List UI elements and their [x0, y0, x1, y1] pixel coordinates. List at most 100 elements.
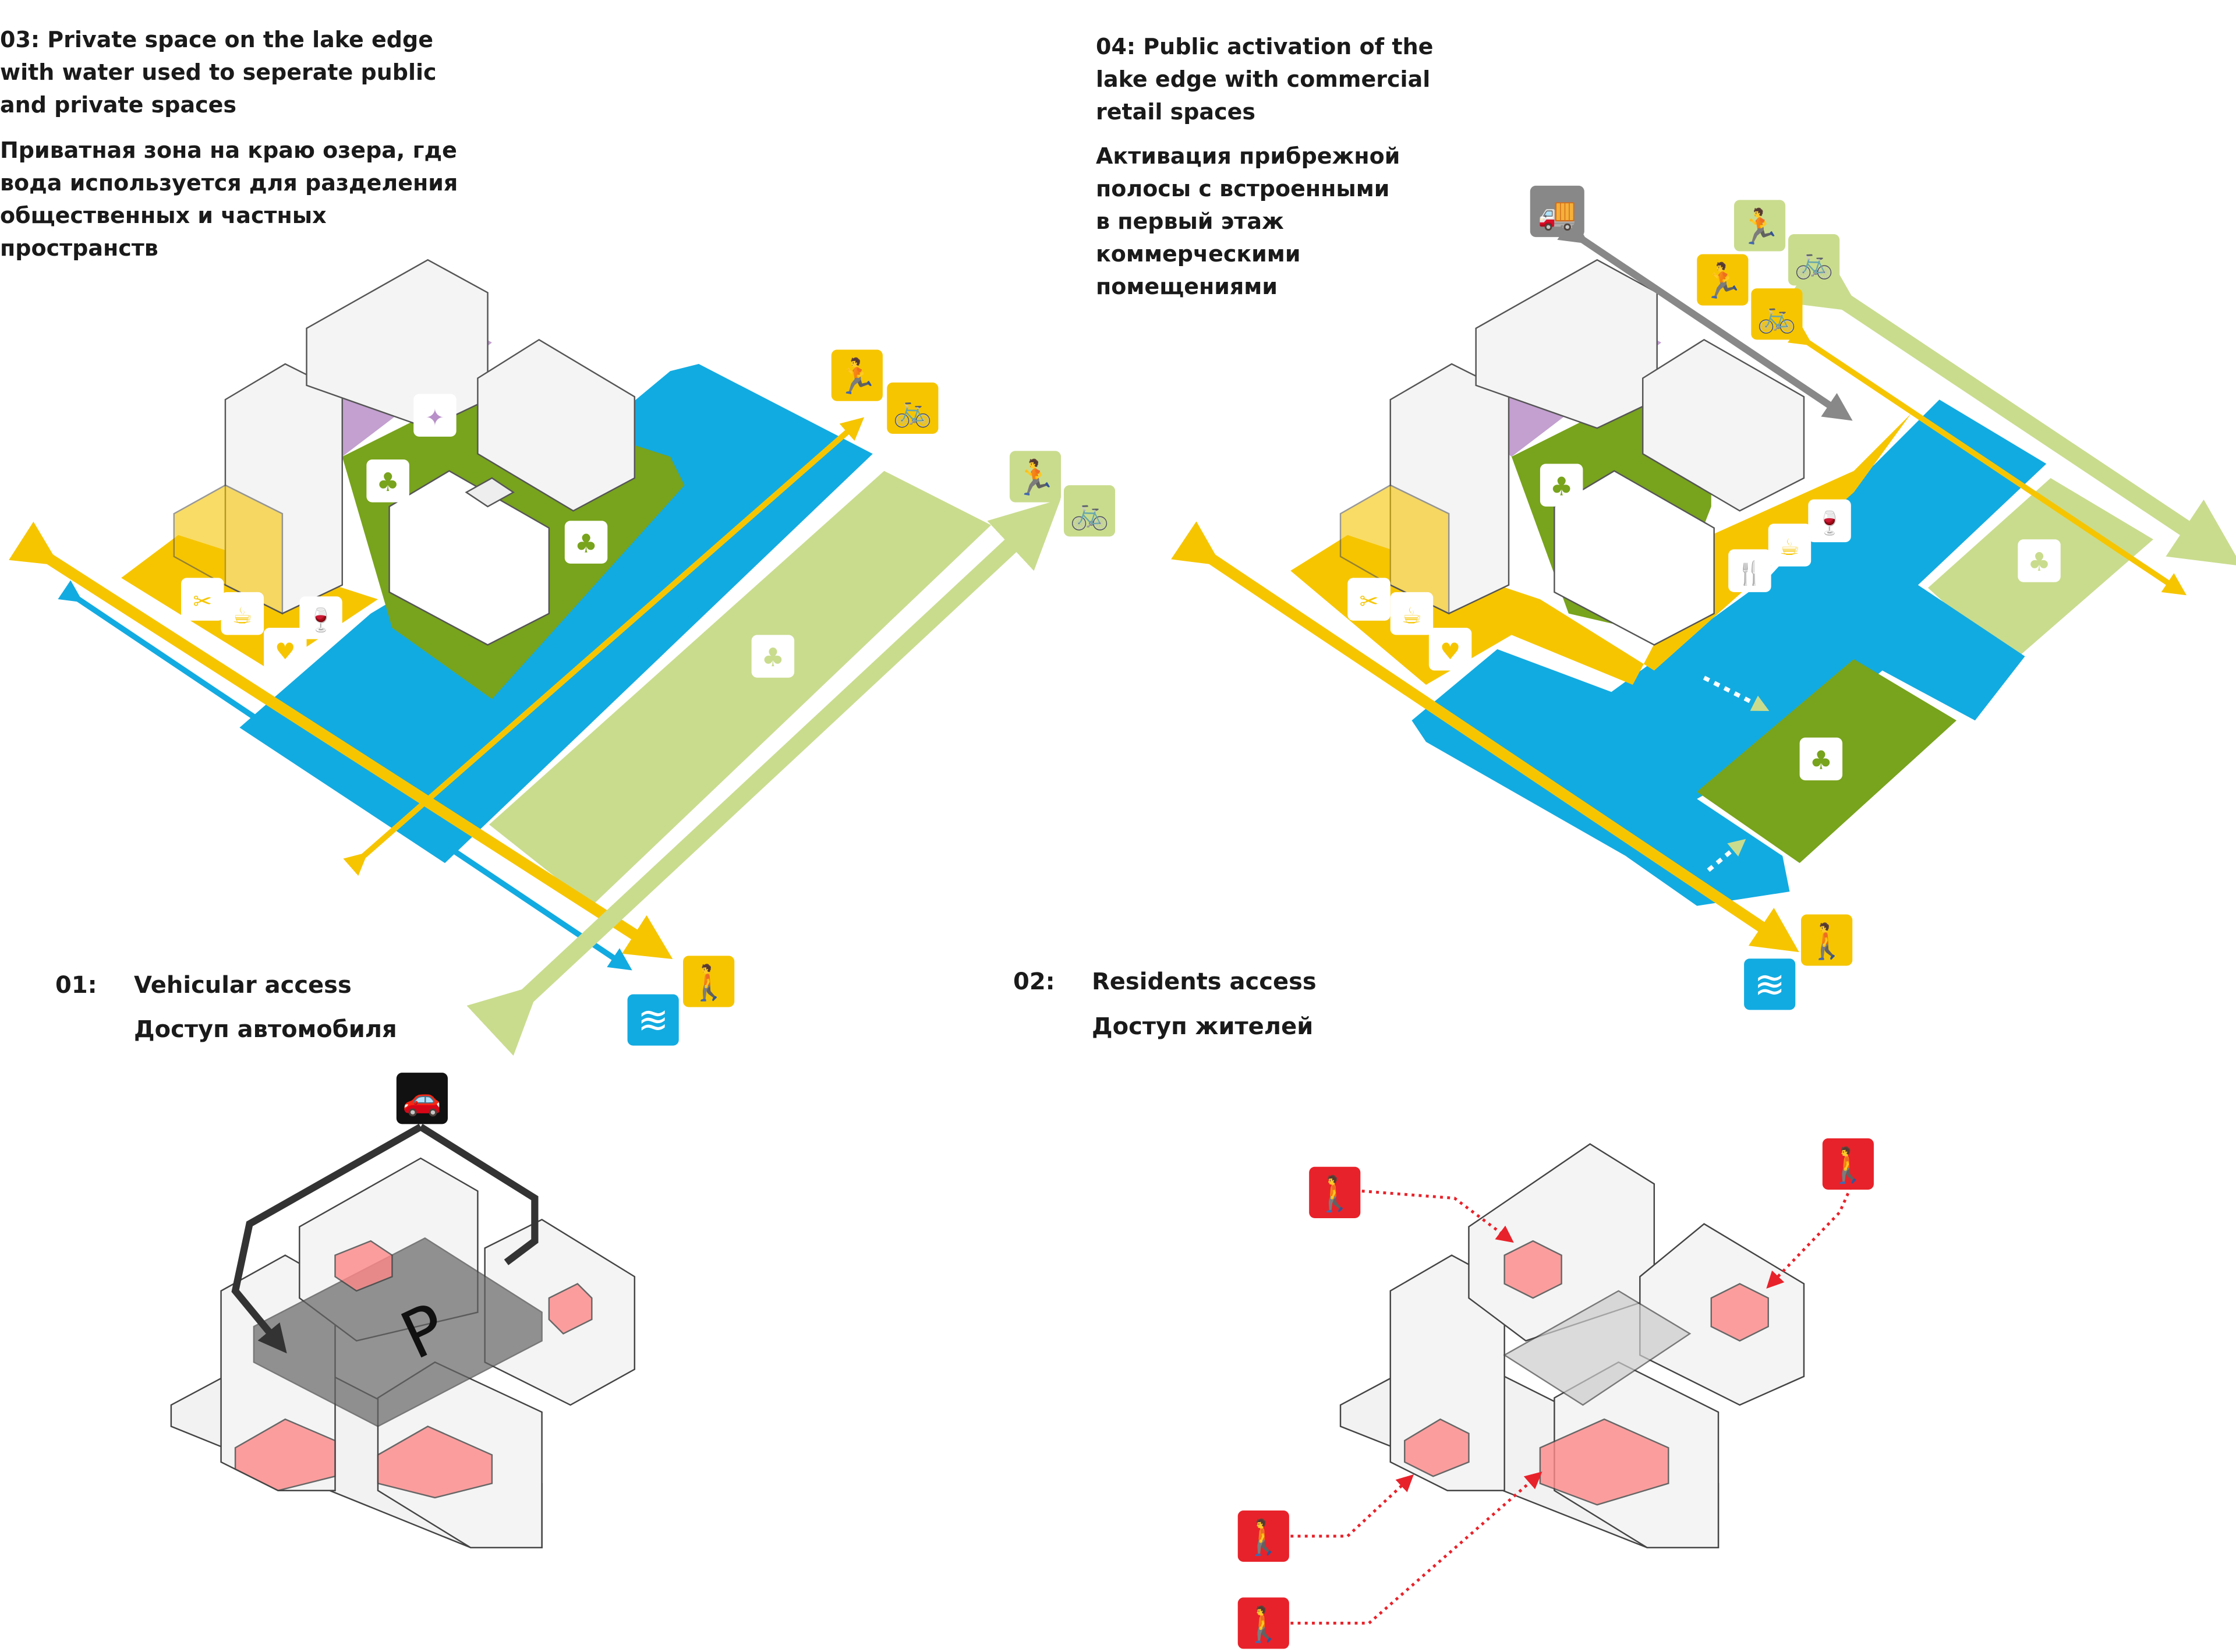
panel-01-title-ru: Доступ автомобиля — [134, 1016, 397, 1043]
private-red-block — [334, 1240, 393, 1292]
dotted-arrow-bridge-2 — [1707, 839, 1746, 872]
bicycle-icon: 🚲 — [887, 382, 939, 434]
cafe-icon: 🍴 — [1728, 549, 1771, 592]
cafe-icon: ☕ — [1768, 523, 1812, 567]
panel-01-diagram: P 🚗 — [170, 1073, 636, 1548]
private-red-block — [1404, 1418, 1470, 1477]
panel-04-diagram: 🚚 🏃 🚲 🏃 🚲 🚶 ≋ ♣ ♣ ♣ ✂ ☕ ♥ 🍴 ☕ 🍷 — [1170, 185, 2236, 1010]
svg-text:♣: ♣ — [1810, 746, 1833, 776]
panel-02-title-en: Residents access — [1092, 968, 1317, 995]
pedestrian-icon: 🚶 — [1237, 1510, 1289, 1562]
svg-text:♥: ♥ — [275, 639, 295, 665]
svg-text:🚶: 🚶 — [1827, 1145, 1869, 1185]
panel-02-title-ru: Доступ жителей — [1092, 1013, 1314, 1040]
water-waves-icon: ≋ — [1744, 958, 1796, 1010]
private-red-block — [548, 1283, 593, 1335]
svg-text:♣: ♣ — [376, 468, 399, 497]
svg-text:✂: ✂ — [1360, 589, 1379, 615]
svg-text:🚶: 🚶 — [1242, 1517, 1285, 1557]
green-arrow-park — [466, 499, 1061, 1056]
cafe-icon: ✂ — [1347, 578, 1391, 621]
tree-bench-icon: ♣ — [564, 521, 608, 564]
resident-path-arrow — [1290, 1474, 1414, 1538]
svg-text:🚶: 🚶 — [1242, 1604, 1285, 1644]
svg-text:🚲: 🚲 — [1757, 298, 1796, 334]
cafe-icon: ☕ — [221, 592, 264, 635]
svg-text:🚲: 🚲 — [1795, 243, 1834, 280]
walker-icon: 🚶 — [683, 956, 735, 1007]
svg-text:♣: ♣ — [575, 529, 598, 558]
runner-icon: 🏃 — [1697, 254, 1749, 306]
panel-03-diagram: 🏃 🚲 🏃 🚲 🚶 ≋ ♣ ♣ ♣ ✂ ☕ ♥ 🍷 ✦ — [9, 259, 1116, 1056]
svg-text:☕: ☕ — [1402, 603, 1422, 629]
water-waves-icon: ≋ — [627, 994, 679, 1046]
resident-path-arrow — [1361, 1189, 1514, 1243]
inner-court — [1503, 1290, 1692, 1406]
bicycle-icon: 🚲 — [1751, 288, 1803, 340]
svg-text:🏃: 🏃 — [1014, 458, 1056, 498]
runner-icon: 🏃 — [831, 349, 883, 401]
cafe-icon: ♥ — [264, 628, 307, 671]
runner-icon: 🏃 — [1733, 200, 1786, 252]
green-arrow-park — [1785, 245, 2236, 566]
panel-03-title-en: 03: Private space on the lake edge with … — [0, 27, 437, 118]
cafe-icon: ✂ — [181, 578, 224, 621]
tree-bench-icon: ♣ — [2018, 539, 2061, 582]
svg-text:≋: ≋ — [638, 999, 668, 1042]
svg-text:🏃: 🏃 — [1701, 261, 1744, 301]
panel-01-title-en: Vehicular access — [134, 972, 352, 999]
panel-02-number: 02: — [1013, 968, 1055, 995]
resident-path-arrow — [1290, 1471, 1542, 1625]
svg-text:🚚: 🚚 — [1538, 195, 1577, 232]
vehicle-route-arrow — [231, 1123, 539, 1348]
dotted-arrow-bridge-1 — [1703, 675, 1770, 712]
panel-03-title-ru: Приватная зона на краю озера, где вода и… — [0, 137, 458, 261]
svg-text:🚲: 🚲 — [893, 392, 932, 429]
svg-text:🚶: 🚶 — [1314, 1173, 1356, 1214]
svg-text:≋: ≋ — [1754, 963, 1785, 1006]
cafe-icon: ♥ — [1428, 628, 1472, 671]
svg-text:♣: ♣ — [762, 643, 785, 673]
svg-text:🏃: 🏃 — [836, 356, 878, 397]
walker-icon: 🚶 — [1801, 914, 1853, 966]
car-icon: 🚗 — [396, 1073, 448, 1124]
svg-text:✂: ✂ — [193, 589, 212, 615]
tree-bench-icon: ♣ — [1540, 464, 1583, 507]
resident-path-arrow — [1766, 1186, 1853, 1289]
svg-text:✦: ✦ — [426, 405, 445, 431]
bicycle-icon: 🚲 — [1063, 485, 1116, 537]
svg-text:♥: ♥ — [1440, 639, 1460, 665]
truck-icon: 🚚 — [1530, 185, 1584, 238]
tree-bench-icon: ♣ — [366, 459, 409, 503]
svg-text:🚶: 🚶 — [1806, 921, 1848, 961]
svg-text:♣: ♣ — [1550, 472, 1573, 501]
svg-text:🏃: 🏃 — [1738, 207, 1781, 247]
private-red-block — [1503, 1240, 1562, 1299]
svg-text:🍷: 🍷 — [307, 607, 335, 634]
private-red-block — [1710, 1283, 1769, 1342]
svg-text:🚶: 🚶 — [688, 962, 730, 1002]
svg-text:🍴: 🍴 — [1736, 560, 1764, 586]
svg-text:🍷: 🍷 — [1816, 510, 1844, 537]
svg-text:☕: ☕ — [232, 603, 253, 629]
tree-bench-icon: ♣ — [1799, 737, 1843, 781]
panel-01-number: 01: — [55, 972, 97, 999]
runner-icon: 🏃 — [1009, 451, 1062, 503]
tree-bench-icon: ♣ — [751, 635, 795, 678]
panel-04-title-ru: Активация прибрежной полосы с встроенным… — [1096, 143, 1400, 299]
svg-text:🚲: 🚲 — [1070, 494, 1109, 531]
pedestrian-icon: 🚶 — [1309, 1166, 1361, 1218]
panel-02-diagram: 🚶 🚶 🚶 🚶 — [1237, 1138, 1874, 1649]
cafe-icon: ☕ — [1390, 592, 1434, 635]
panel-04-title-en: 04: Public activation of the lake edge w… — [1096, 34, 1434, 125]
cafe-icon: 🍷 — [299, 596, 342, 639]
pedestrian-icon: 🚶 — [1822, 1138, 1874, 1190]
private-red-block — [234, 1418, 336, 1492]
cafe-icon: 🍷 — [1808, 499, 1851, 543]
svg-text:♣: ♣ — [2028, 547, 2051, 577]
parking-plate — [253, 1237, 543, 1427]
pedestrian-icon: 🚶 — [1237, 1597, 1289, 1649]
private-red-block — [377, 1425, 493, 1499]
bicycle-icon: ✦ — [413, 394, 457, 437]
